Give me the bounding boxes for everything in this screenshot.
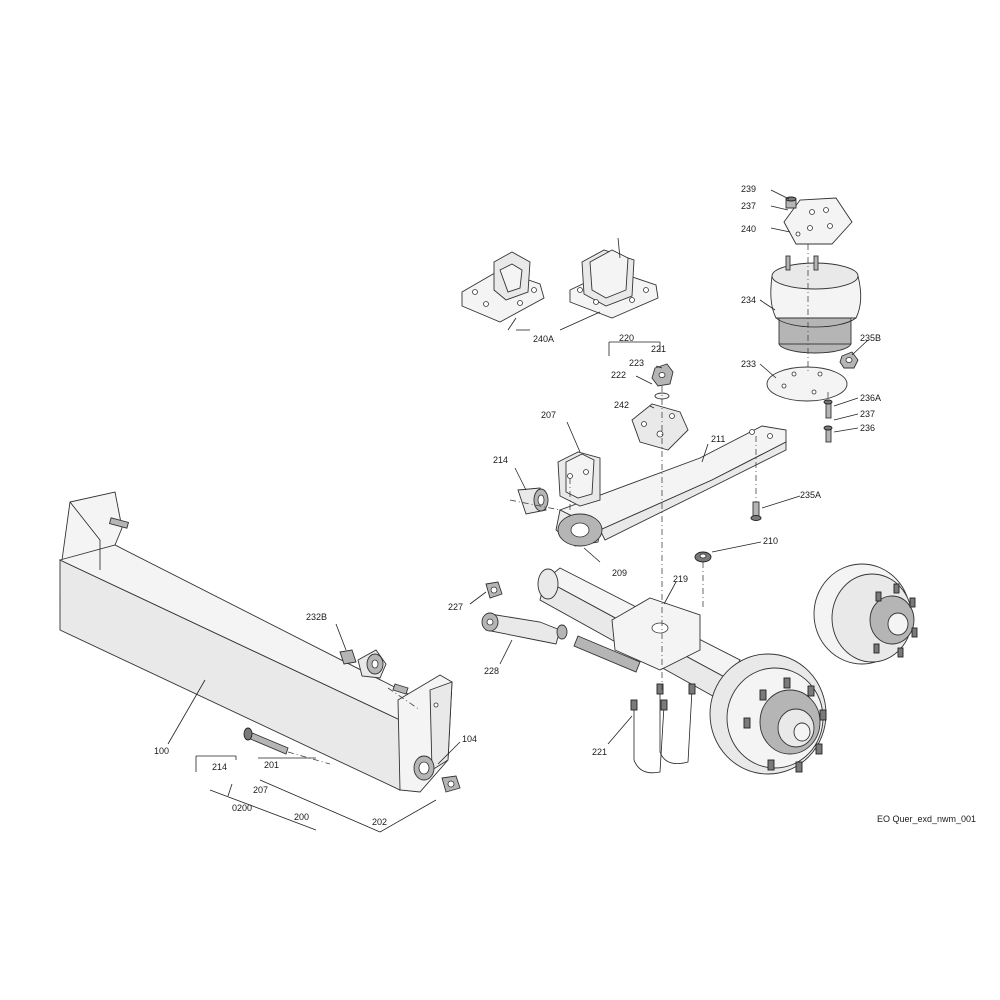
callout-236: 236 bbox=[860, 423, 875, 433]
callout-100: 100 bbox=[154, 746, 169, 756]
bolt-239 bbox=[785, 196, 797, 209]
leader-lines bbox=[167, 189, 869, 833]
callout-104: 104 bbox=[462, 734, 477, 744]
mount-bushing bbox=[339, 649, 409, 695]
callout-237-mid: 237 bbox=[860, 409, 875, 419]
axle-tube bbox=[537, 567, 741, 701]
callout-220: 220 bbox=[619, 333, 634, 343]
bracket-240a-right bbox=[569, 237, 659, 319]
screw-236a bbox=[823, 399, 833, 419]
bolt bbox=[243, 727, 289, 755]
u-bolts bbox=[630, 683, 696, 774]
wheel-hub-left bbox=[709, 653, 827, 775]
callout-227: 227 bbox=[448, 602, 463, 612]
callout-235b: 235B bbox=[860, 333, 881, 343]
base-plate-233 bbox=[766, 366, 848, 402]
callout-200: 200 bbox=[294, 812, 309, 822]
nut-235b bbox=[839, 351, 859, 369]
callout-201: 201 bbox=[264, 760, 279, 770]
callout-235a: 235A bbox=[800, 490, 821, 500]
figure-id: EO Quer_exd_nwm_001 bbox=[877, 814, 976, 824]
callout-211: 211 bbox=[711, 434, 725, 444]
washer-210 bbox=[694, 551, 712, 563]
bushing-214 bbox=[517, 487, 549, 515]
cross-beam bbox=[58, 491, 453, 793]
top-plate-240 bbox=[783, 197, 853, 245]
callout-219: 219 bbox=[673, 574, 688, 584]
callout-207-top: 207 bbox=[541, 410, 556, 420]
bracket-207 bbox=[557, 451, 601, 507]
callout-233: 233 bbox=[741, 359, 756, 369]
callout-202: 202 bbox=[372, 817, 387, 827]
callout-240a: 240A bbox=[533, 334, 554, 344]
callout-223: 223 bbox=[629, 358, 644, 368]
callout-0200: 0200 bbox=[232, 803, 252, 813]
trailing-arm bbox=[555, 425, 787, 547]
callout-236a: 236A bbox=[860, 393, 881, 403]
callout-207-bottom: 207 bbox=[253, 785, 268, 795]
callout-214-top: 214 bbox=[493, 455, 508, 465]
brake-drum bbox=[813, 563, 918, 665]
bracket-240a-left bbox=[461, 251, 545, 323]
clamp-plate-242 bbox=[631, 403, 689, 451]
nut-221-223 bbox=[651, 363, 674, 400]
callout-labels: 239 237 240 240A 234 235B 233 220 221 22… bbox=[154, 184, 976, 827]
callout-232b: 232B bbox=[306, 612, 327, 622]
callout-239: 239 bbox=[741, 184, 756, 194]
center-lines bbox=[287, 244, 829, 765]
shock-absorber bbox=[481, 612, 641, 673]
callout-228: 228 bbox=[484, 666, 499, 676]
callout-234: 234 bbox=[741, 295, 756, 305]
callout-221-top: 221 bbox=[651, 344, 666, 354]
callout-221-bottom: 221 bbox=[592, 747, 607, 757]
callout-209: 209 bbox=[612, 568, 627, 578]
callout-242: 242 bbox=[614, 400, 629, 410]
bolt-235a bbox=[750, 501, 762, 521]
callout-237-top: 237 bbox=[741, 201, 756, 211]
screw-236 bbox=[823, 425, 833, 443]
air-spring-234 bbox=[770, 255, 862, 354]
nut bbox=[441, 775, 461, 793]
callout-222: 222 bbox=[611, 370, 626, 380]
callout-214-bottom: 214 bbox=[212, 762, 227, 772]
nut-227 bbox=[485, 581, 503, 599]
callout-210: 210 bbox=[763, 536, 778, 546]
callout-240: 240 bbox=[741, 224, 756, 234]
